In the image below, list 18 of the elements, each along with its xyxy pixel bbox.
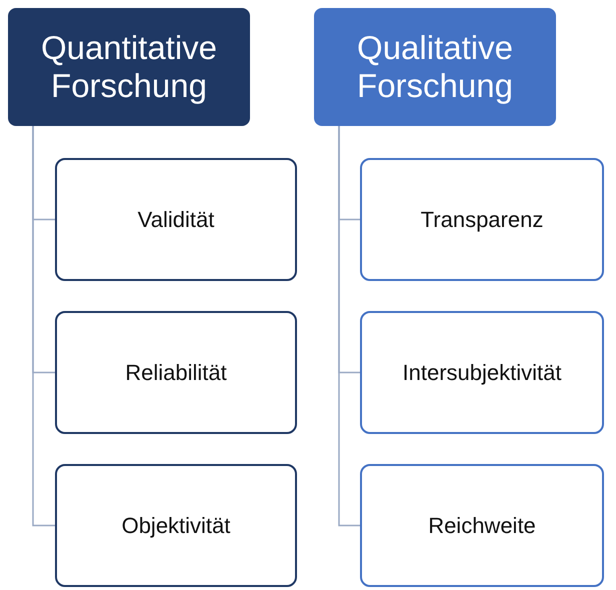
item-box	[360, 158, 604, 281]
item-text: Validität	[136, 206, 216, 232]
item-box	[55, 311, 297, 434]
item-text: Objektivität	[120, 512, 232, 538]
item-box	[360, 464, 604, 587]
header-box	[8, 8, 250, 126]
header-text: Qualitative Forschung	[356, 29, 514, 105]
connector-line	[32, 126, 55, 526]
item-box	[55, 158, 297, 281]
header-box	[314, 8, 556, 126]
item-text: Transparenz	[420, 206, 544, 232]
item-text: Reichweite	[427, 512, 537, 538]
item-box	[55, 464, 297, 587]
item-text: Intersubjektivität	[402, 360, 562, 386]
item-text: Reliabilität	[124, 360, 228, 386]
connector-line	[338, 126, 360, 526]
item-box	[360, 311, 604, 434]
header-text: Quantitative Forschung	[40, 29, 218, 105]
